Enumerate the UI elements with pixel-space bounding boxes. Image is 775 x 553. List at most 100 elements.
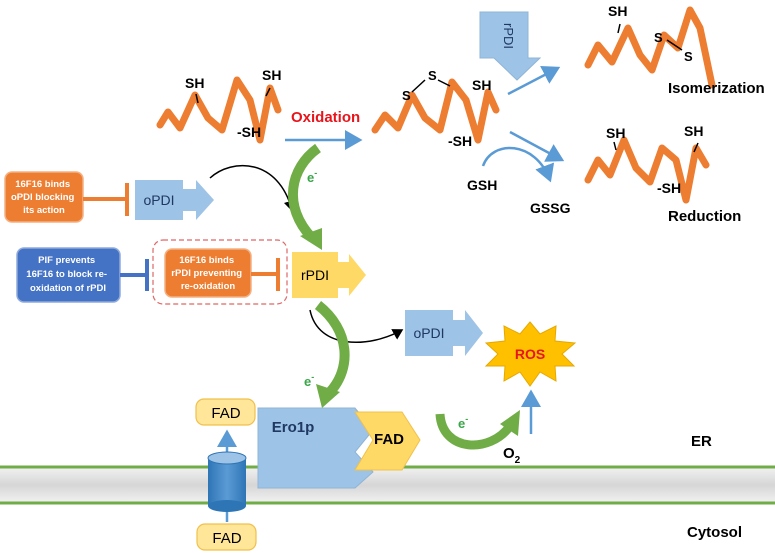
- gsh-label: GSH: [467, 177, 497, 193]
- rpdi-mid-box: [292, 252, 338, 298]
- opdi-mid-arrow: [183, 180, 214, 220]
- fad-ero-label: FAD: [374, 431, 404, 448]
- opdi-to-rpdi-arrow: [209, 164, 296, 212]
- er-membrane: [0, 465, 775, 505]
- fad-top-label: FAD: [211, 405, 240, 422]
- electron-arrowhead: [316, 384, 340, 408]
- ros-label: ROS: [515, 346, 545, 362]
- er-label: ER: [691, 433, 712, 450]
- fad-bottom-shape: FAD: [196, 523, 257, 551]
- fad-top-box: [195, 398, 256, 426]
- electron-label: e-: [307, 168, 317, 185]
- opdi-low-label: oPDI: [413, 325, 444, 341]
- peptide-chain: [371, 78, 500, 144]
- fad-top-shape: FAD: [195, 398, 256, 426]
- note-line: 16F16 to block re-: [26, 269, 107, 280]
- peptide-oxidized: S S SH -SH: [371, 68, 500, 149]
- fad-ero-box: [354, 411, 421, 471]
- oxygen-label: O2: [503, 445, 521, 466]
- sulfur-label: S: [402, 88, 411, 103]
- transporter-base: [208, 500, 246, 512]
- thiol-bond: [693, 142, 699, 153]
- opdi-mid-label: oPDI: [143, 192, 174, 208]
- rpdi-mid-arrow: [338, 254, 366, 296]
- electron-transfer-arrow-top: [287, 143, 322, 242]
- fad-bottom-box: [196, 523, 257, 551]
- note-binds-rpdi: 16F16 binds rPDI preventing re-oxidation: [164, 248, 280, 298]
- oxidation-label: Oxidation: [291, 109, 360, 126]
- membrane-bilayer: [0, 467, 775, 503]
- thiol-label: SH: [684, 123, 703, 139]
- opdi-mid-shape: oPDI: [135, 180, 214, 220]
- note-text: 16F16 binds rPDI preventing re-oxidation: [171, 255, 244, 292]
- peptide-reduced: SH SH -SH: [584, 123, 710, 204]
- thiol-bond: [265, 87, 271, 97]
- gsh-gssg-arrow: [481, 146, 555, 183]
- peptide-chain: [584, 6, 716, 89]
- peptide-start: SH SH -SH: [156, 67, 282, 144]
- rpdi-mid-shape: rPDI: [292, 252, 366, 298]
- isomerization-label: Isomerization: [668, 80, 765, 97]
- thiol-bond: [613, 141, 617, 151]
- ero1p-label: Ero1p: [272, 419, 315, 436]
- rpdi-top-box: [479, 11, 542, 81]
- reduction-label: Reduction: [668, 208, 741, 225]
- cytosol-label: Cytosol: [687, 524, 742, 541]
- thiol-label: SH: [606, 125, 625, 141]
- opdi-low-box: [405, 310, 453, 356]
- note-line: PIF prevents: [38, 255, 95, 266]
- fad-bottom-label: FAD: [212, 530, 241, 547]
- opdi-mid-box: [135, 180, 183, 220]
- disulfide-bond: [437, 79, 451, 87]
- rpdi-top-label: rPDI: [501, 23, 516, 49]
- transporter-top: [207, 451, 247, 465]
- gssg-label: GSSG: [530, 200, 571, 216]
- note-text: 16F16 binds oPDI blocking its action: [11, 179, 77, 216]
- opdi-low-arrow: [453, 310, 483, 356]
- peptide-chain: [156, 76, 282, 144]
- note-line: 16F16 binds: [179, 255, 234, 266]
- peptide-chain: [584, 136, 710, 204]
- thiol-label: -SH: [448, 133, 472, 149]
- electron-transfer-arrow-mid: [314, 301, 350, 396]
- ros-star: [484, 321, 577, 387]
- fad-transporter: [207, 429, 247, 522]
- disulfide-bond: [666, 39, 683, 51]
- sulfur-label: S: [428, 68, 437, 83]
- electron-arrowhead: [300, 228, 322, 250]
- thiol-label: -SH: [657, 180, 681, 196]
- opdi-low-shape: oPDI: [405, 310, 483, 356]
- transporter-body: [208, 458, 246, 506]
- isomerization-arrow: [507, 66, 561, 96]
- note-line: oPDI blocking: [11, 192, 75, 203]
- rpdi-mid-label: rPDI: [301, 267, 329, 283]
- note-line: its action: [23, 205, 65, 216]
- thiol-bond: [195, 93, 199, 104]
- thiol-label: SH: [472, 77, 491, 93]
- reduction-arrow: [509, 130, 565, 162]
- dashed-highlight-box: [152, 239, 288, 305]
- thiol-label: -SH: [237, 124, 261, 140]
- electron-label: e-: [304, 372, 314, 389]
- thiol-label: SH: [262, 67, 281, 83]
- peptide-isomerized: SH S S: [584, 3, 716, 89]
- ros-burst: ROS: [484, 321, 577, 387]
- sulfur-label: S: [654, 30, 663, 45]
- electron-label: e-: [458, 414, 468, 431]
- note-pif: PIF prevents 16F16 to block re- oxidatio…: [16, 247, 149, 303]
- rpdi-top-shape: rPDI: [479, 11, 542, 81]
- thiol-label: SH: [185, 75, 204, 91]
- note-line: re-oxidation: [181, 281, 236, 292]
- note-text: PIF prevents 16F16 to block re- oxidatio…: [26, 255, 109, 294]
- note-line: 16F16 binds: [15, 179, 70, 190]
- electron-transfer-arrow-o2: [435, 413, 514, 450]
- ero1p-complex: Ero1p FAD: [257, 407, 421, 489]
- electron-arrowhead: [500, 410, 520, 436]
- thiol-label: SH: [608, 3, 627, 19]
- note-line: oxidation of rPDI: [30, 283, 106, 294]
- thiol-bond: [617, 23, 621, 34]
- disulfide-bond: [411, 79, 426, 93]
- sulfur-label: S: [684, 49, 693, 64]
